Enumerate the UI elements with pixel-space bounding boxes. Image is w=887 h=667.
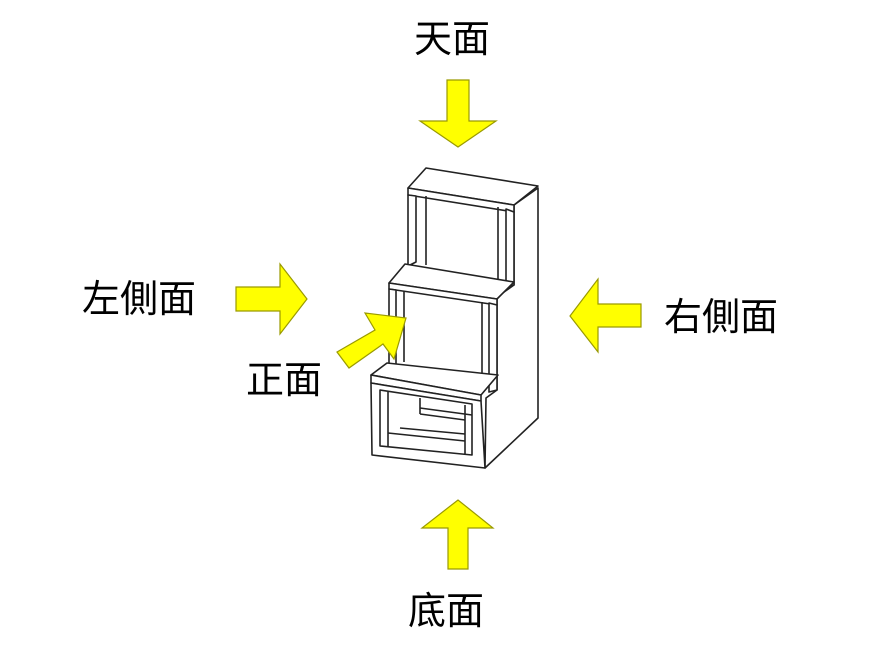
label-top-face: 天面 [414,17,491,61]
arrow-up-icon [420,499,495,570]
arrow-left-icon [569,277,642,354]
label-bottom-face: 底面 [408,589,485,633]
label-front-face: 正面 [246,358,323,402]
label-right-side: 右側面 [664,295,779,339]
arrow-diagonal-icon [336,312,407,369]
arrow-right-icon [235,262,308,336]
arrow-down-icon [418,79,498,148]
label-left-side: 左側面 [82,277,197,321]
step-shelf [370,167,539,469]
